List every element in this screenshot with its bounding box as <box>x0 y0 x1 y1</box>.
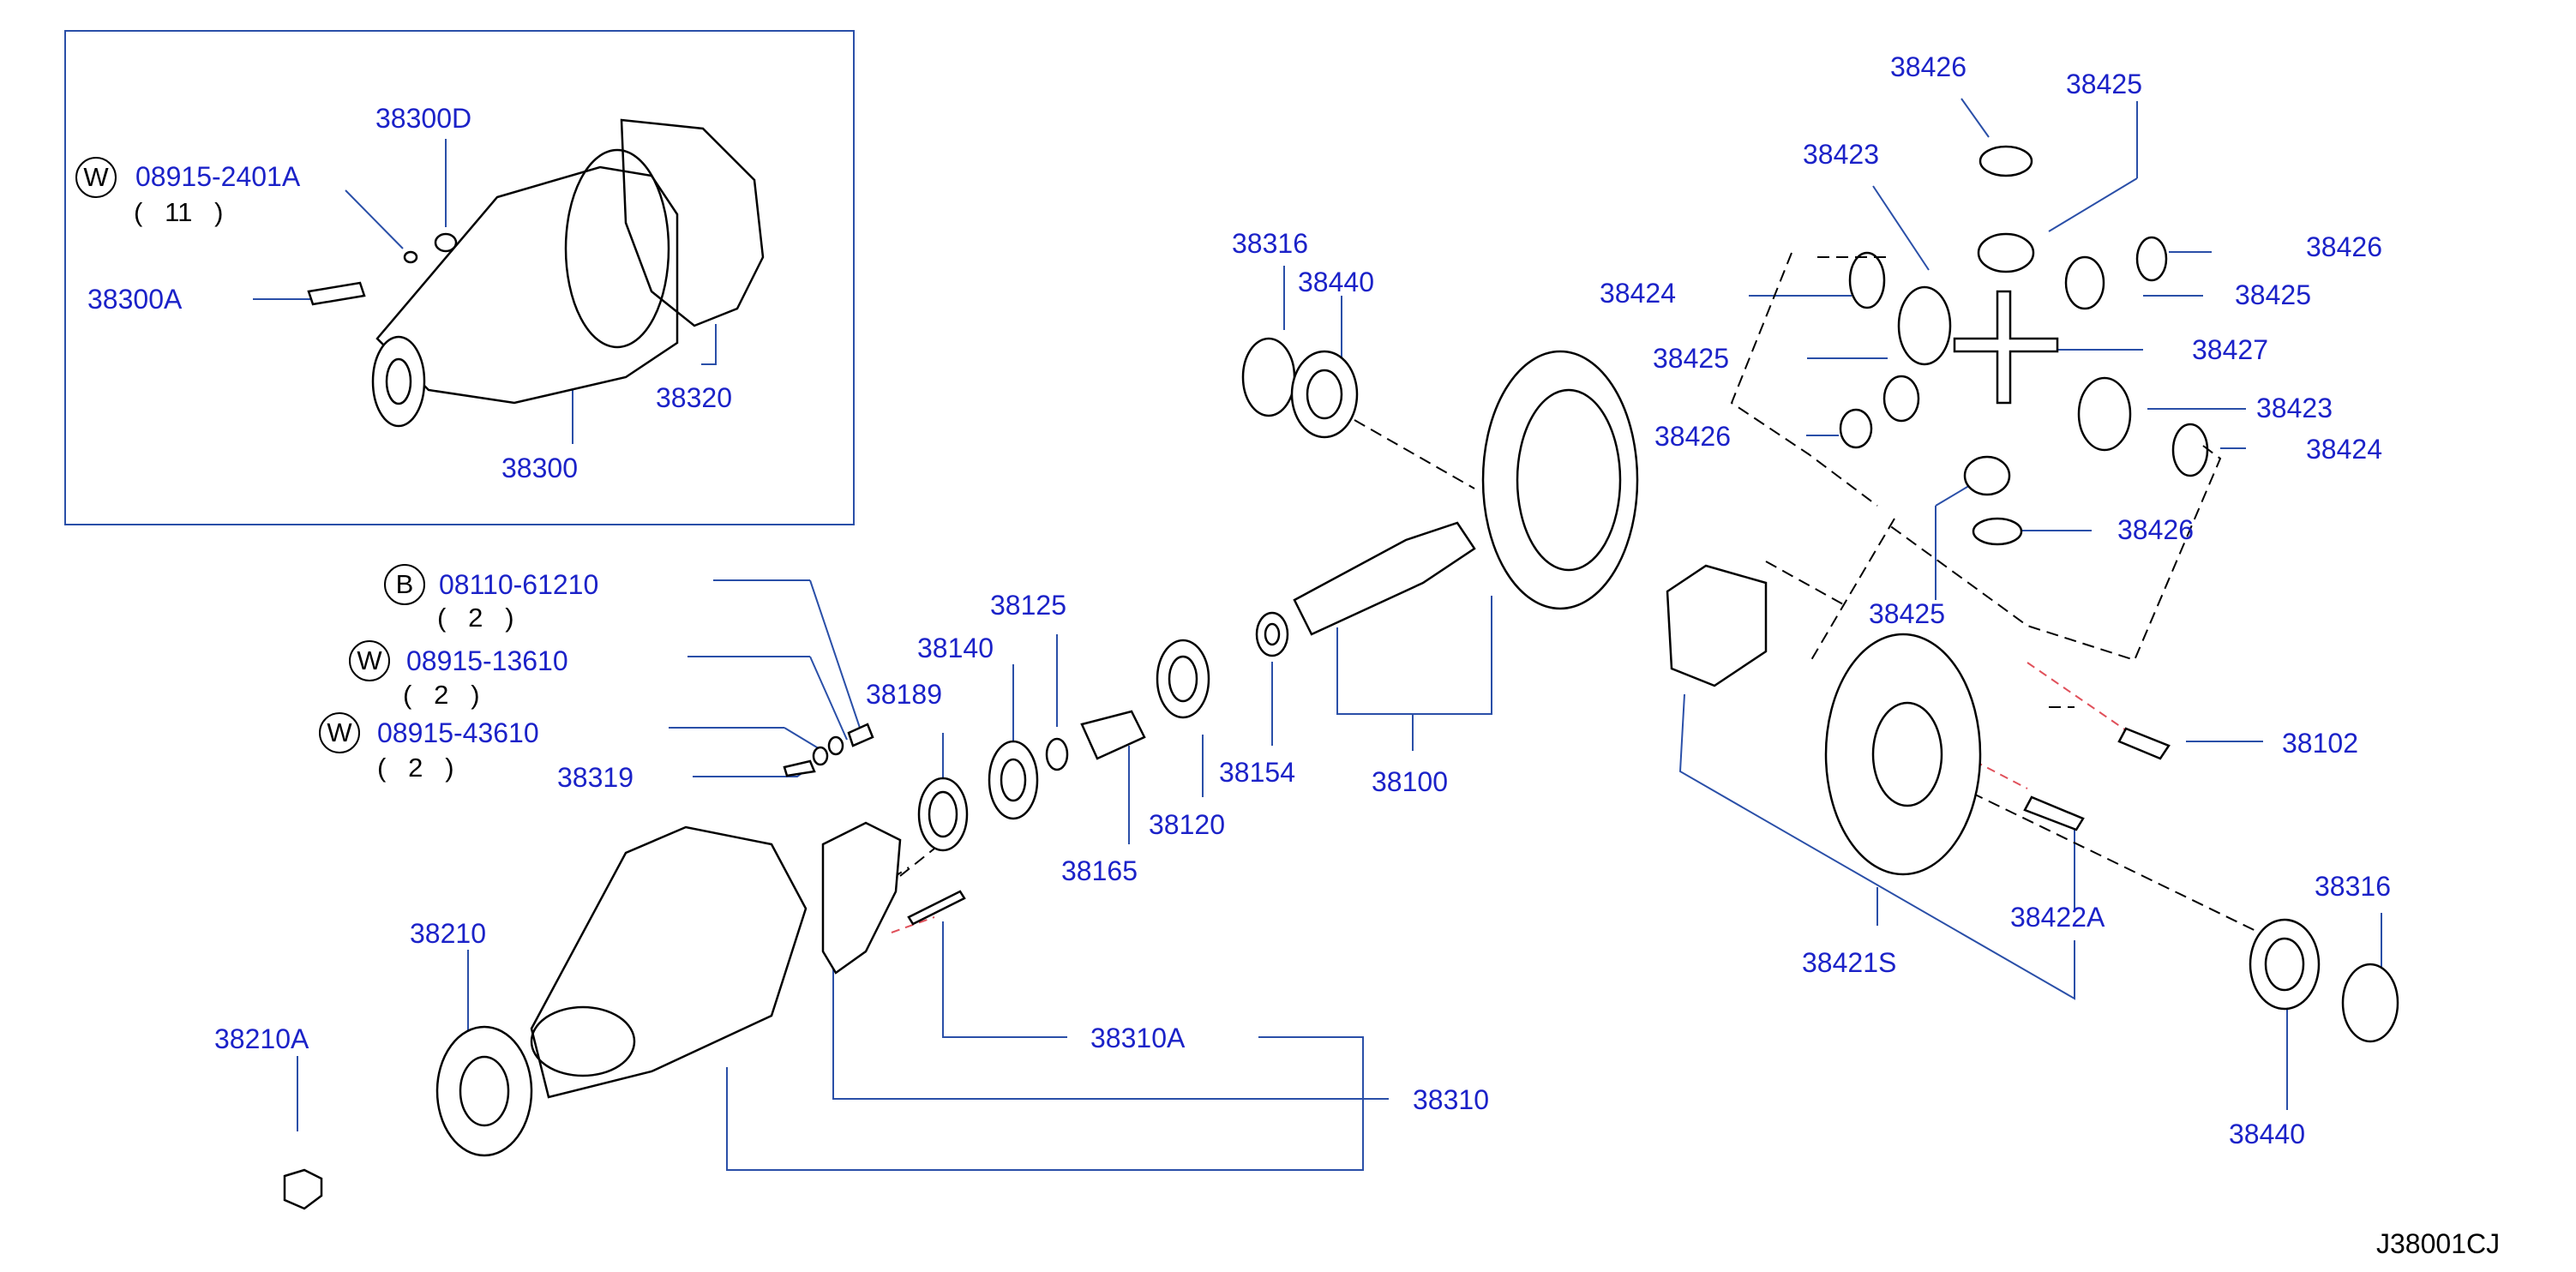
pinion-mate-38425-right <box>2064 255 2105 310</box>
part-label-38210[interactable]: 38210 <box>410 918 486 949</box>
washer-symbol-circle: W <box>75 157 117 198</box>
qty-08915-43610: ( 2 ) <box>377 753 454 783</box>
part-label-38424-left[interactable]: 38424 <box>1600 278 1676 309</box>
carrier-housing <box>530 825 808 1099</box>
inset-frame <box>64 30 855 525</box>
part-label-38320[interactable]: 38320 <box>656 382 732 413</box>
diff-case-small <box>1666 564 1768 687</box>
part-label-38426-bottom[interactable]: 38426 <box>2117 514 2194 545</box>
part-label-38424-right[interactable]: 38424 <box>2306 434 2382 465</box>
bearing-cap <box>821 821 902 975</box>
washer-08915-13610 <box>827 735 844 756</box>
part-label-38300[interactable]: 38300 <box>501 453 578 483</box>
part-label-38102[interactable]: 38102 <box>2282 728 2358 759</box>
bolt-symbol-circle: B <box>384 564 425 605</box>
pinion-mate-38425-left <box>1882 375 1920 423</box>
part-label-38427[interactable]: 38427 <box>2192 334 2268 365</box>
diagram-reference-code: J38001CJ <box>2376 1228 2501 1259</box>
washer-08915-43610 <box>812 746 829 766</box>
bearing-38316-bottom <box>2341 963 2399 1043</box>
part-label-38120[interactable]: 38120 <box>1149 809 1225 840</box>
part-shapes <box>283 118 2399 1210</box>
inset-stud <box>307 281 366 306</box>
part-label-38426-left[interactable]: 38426 <box>1654 421 1731 452</box>
bearing-38316-top <box>1241 337 1296 417</box>
washer-38426-top <box>1979 145 2033 177</box>
pinion-mate-38425-bottom <box>1963 455 2011 496</box>
leader-lines <box>253 98 2382 1171</box>
part-label-38425-top[interactable]: 38425 <box>2066 69 2142 99</box>
part-label-08915-2401A[interactable]: 08915-2401A <box>135 161 301 192</box>
qty-08915-2401A: ( 11 ) <box>134 197 224 227</box>
part-label-38440-bottom[interactable]: 38440 <box>2229 1119 2305 1149</box>
part-label-38140[interactable]: 38140 <box>917 633 994 663</box>
spacer-38165 <box>1080 710 1146 760</box>
side-gear-38423-b <box>2077 376 2132 452</box>
part-label-38310[interactable]: 38310 <box>1413 1084 1489 1115</box>
part-label-38210A[interactable]: 38210A <box>214 1023 309 1054</box>
part-label-08915-13610[interactable]: 08915-13610 <box>406 645 568 676</box>
part-label-38426-right[interactable]: 38426 <box>2306 231 2382 262</box>
dashed-lines <box>891 252 2273 939</box>
bolt-38422A <box>2023 795 2085 831</box>
washer-38426-bottom <box>1972 517 2023 546</box>
washer-symbol-circle: W <box>319 712 360 753</box>
part-label-38189[interactable]: 38189 <box>866 679 942 710</box>
washer-38426-right <box>2135 236 2168 282</box>
part-label-38422A[interactable]: 38422A <box>2010 902 2105 933</box>
part-label-38426-top[interactable]: 38426 <box>1890 51 1967 82</box>
part-label-08915-43610[interactable]: 08915-43610 <box>377 717 539 748</box>
part-label-38319[interactable]: 38319 <box>557 762 633 793</box>
inset-gasket <box>620 118 765 327</box>
washer-38125 <box>1045 737 1069 771</box>
drive-pinion <box>1293 521 1476 636</box>
part-label-38300D[interactable]: 38300D <box>375 103 472 134</box>
pinion-mate-38425-top <box>1977 232 2035 273</box>
part-label-38316-top[interactable]: 38316 <box>1232 228 1308 259</box>
thrust-washer-38424-a <box>1848 251 1886 309</box>
part-label-38425-right[interactable]: 38425 <box>2235 279 2311 310</box>
part-label-38165[interactable]: 38165 <box>1061 855 1138 886</box>
flange-nut <box>283 1168 323 1210</box>
bolt-08110-61210 <box>847 723 874 747</box>
part-label-38154[interactable]: 38154 <box>1219 757 1295 788</box>
pinion-mate-shaft <box>1953 290 2059 405</box>
plate-38319 <box>783 759 816 777</box>
part-label-38425-bottom[interactable]: 38425 <box>1869 598 1945 629</box>
part-label-38421S[interactable]: 38421S <box>1802 947 1897 978</box>
bolt-38102 <box>2117 727 2171 760</box>
part-label-38125[interactable]: 38125 <box>990 590 1066 621</box>
part-label-38300A[interactable]: 38300A <box>87 284 183 315</box>
washer-38426-left <box>1839 408 1873 449</box>
part-label-38316-bottom[interactable]: 38316 <box>2315 871 2391 902</box>
qty-08110-61210: ( 2 ) <box>437 603 514 633</box>
part-label-38425-left[interactable]: 38425 <box>1653 343 1729 374</box>
thrust-washer-38424-b <box>2171 423 2209 477</box>
part-label-38423-top[interactable]: 38423 <box>1803 139 1879 170</box>
side-gear-38423-a <box>1897 285 1952 366</box>
qty-08915-13610: ( 2 ) <box>403 680 480 710</box>
inset-nut <box>434 232 458 253</box>
part-label-38100[interactable]: 38100 <box>1372 766 1448 797</box>
part-label-38423-right[interactable]: 38423 <box>2256 393 2333 423</box>
part-label-38440-top[interactable]: 38440 <box>1298 267 1374 297</box>
washer-symbol-circle: W <box>349 640 390 681</box>
part-label-38310A[interactable]: 38310A <box>1090 1023 1186 1053</box>
cap-bolt <box>907 890 966 926</box>
part-label-08110-61210[interactable]: 08110-61210 <box>439 569 599 600</box>
